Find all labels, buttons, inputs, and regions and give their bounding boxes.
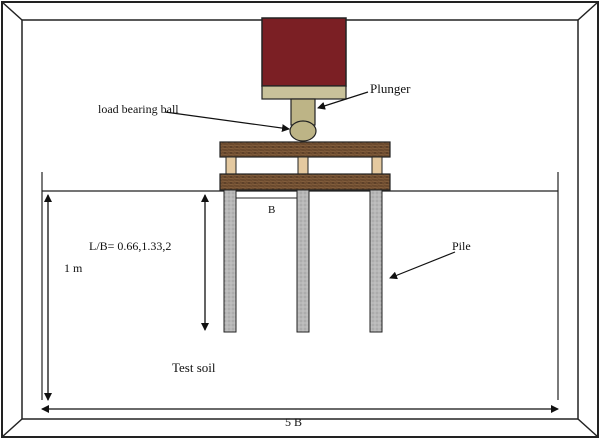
- pile-middle: [296, 189, 310, 333]
- tank-corner-bottom-right: [577, 418, 599, 438]
- pile-right: [369, 189, 383, 333]
- load-bearing-ball: [289, 120, 317, 142]
- pile-left: [223, 189, 237, 333]
- plunger-leader-arrow: [317, 91, 369, 110]
- tank-corner-top-right: [577, 1, 599, 21]
- cap-spacer-left: [225, 156, 237, 175]
- plunger-label: Plunger: [370, 81, 411, 96]
- load-bearing-ball-label: load bearing ball: [98, 102, 179, 116]
- cap-spacer-middle: [297, 156, 309, 175]
- loading-actuator-body: [261, 17, 347, 87]
- pile-cap-bottom-board: [219, 173, 391, 191]
- loading-actuator-base: [261, 85, 347, 100]
- pile-cap-top-board: [219, 141, 391, 158]
- length-ratio-label: L/B= 0.66,1.33,2: [89, 239, 171, 253]
- tank-corner-bottom-left: [1, 418, 23, 438]
- cap-spacer-right: [371, 156, 383, 175]
- soil-depth-label: 1 m: [64, 261, 83, 275]
- spacing-label: B: [268, 204, 275, 216]
- test-soil-label: Test soil: [172, 360, 216, 375]
- pile-leader-arrow: [389, 251, 456, 280]
- tank-corner-top-left: [1, 1, 23, 21]
- tank-width-label: 5 B: [285, 415, 302, 429]
- pile-label: Pile: [452, 239, 471, 253]
- load-ball-leader-arrow: [164, 111, 290, 133]
